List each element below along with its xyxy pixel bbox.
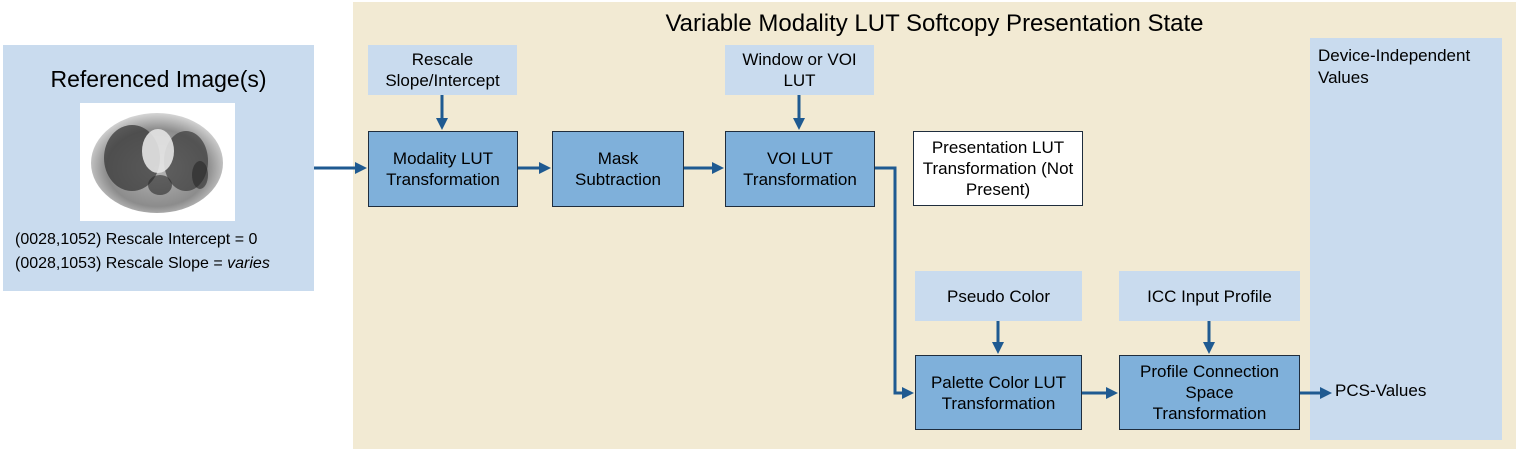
- presentation-state-title: Variable Modality LUT Softcopy Presentat…: [665, 10, 1204, 37]
- pseudo-color-box: Pseudo Color: [915, 271, 1082, 321]
- pet-scan-thumbnail: [80, 103, 235, 221]
- rescale-slope-prefix: (0028,1053) Rescale Slope =: [15, 255, 228, 272]
- rescale-intercept-value: 0: [248, 231, 258, 248]
- referenced-image-title: Referenced Image(s): [50, 66, 267, 92]
- window-voi-lut-box: Window or VOI LUT: [725, 45, 874, 95]
- icc-input-profile-box: ICC Input Profile: [1119, 271, 1300, 321]
- arrow-voi-to-palette: [875, 166, 914, 399]
- pcs-values-label: PCS-Values: [1335, 381, 1427, 400]
- rescale-intercept-line: (0028,1052) Rescale Intercept = 0: [15, 231, 257, 249]
- device-independent-panel: [1310, 38, 1502, 440]
- rescale-intercept-prefix: (0028,1052) Rescale Intercept =: [15, 231, 249, 248]
- voi-lut-transformation-box: VOI LUT Transformation: [725, 131, 875, 207]
- modality-lut-transformation-box: Modality LUT Transformation: [368, 131, 518, 207]
- rescale-slope-value: varies: [227, 255, 270, 272]
- presentation-lut-box: Presentation LUT Transformation (Not Pre…: [913, 131, 1083, 206]
- mask-subtraction-box: Mask Subtraction: [552, 131, 684, 207]
- rescale-slope-line: (0028,1053) Rescale Slope = varies: [15, 255, 270, 273]
- profile-connection-space-box: Profile Connection Space Transformation: [1119, 355, 1300, 430]
- palette-color-lut-box: Palette Color LUT Transformation: [915, 355, 1082, 430]
- rescale-slope-intercept-box: Rescale Slope/Intercept: [368, 45, 517, 95]
- device-independent-label: Device-Independent Values: [1318, 46, 1471, 87]
